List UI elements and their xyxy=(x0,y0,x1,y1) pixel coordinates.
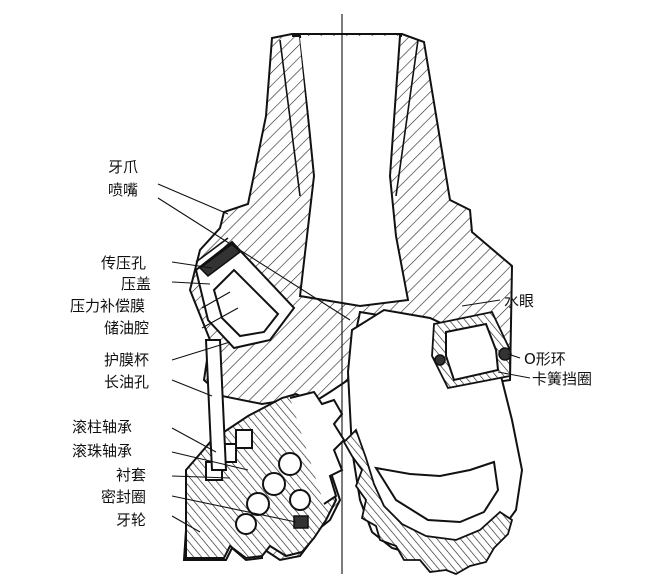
long-oil-hole xyxy=(204,339,228,471)
label-chen-tao: 衬套 xyxy=(116,466,146,484)
nozzle-bore xyxy=(445,322,500,382)
label-ka-huang-dang-quan: 卡簧挡圈 xyxy=(532,370,592,388)
right-labels: 水眼 O形环 卡簧挡圈 xyxy=(504,292,592,388)
label-chang-you-kong: 长油孔 xyxy=(104,373,149,391)
label-ya-lun: 牙轮 xyxy=(116,511,146,529)
pressure-hole xyxy=(195,237,229,263)
ball-bearings xyxy=(235,452,311,535)
leader-lines xyxy=(157,183,531,533)
thread-right xyxy=(395,39,419,197)
o-ring-icon xyxy=(498,347,512,361)
label-ya-li-bu-chang-mo: 压力补偿膜 xyxy=(70,297,145,315)
right-cone-teeth xyxy=(342,428,514,575)
o-ring-icon-2 xyxy=(434,354,446,366)
right-cone-inner xyxy=(373,460,500,524)
oil-reservoir-inner xyxy=(212,268,280,338)
label-chuan-ya-kong: 传压孔 xyxy=(101,254,146,272)
label-gun-zhu-zhou-cheng-ball: 滚珠轴承 xyxy=(72,442,132,460)
label-shui-yan: 水眼 xyxy=(504,292,534,310)
label-gun-zhu-zhou-cheng: 滚柱轴承 xyxy=(72,418,132,436)
label-hu-mo-bei: 护膜杯 xyxy=(104,351,149,369)
label-o-xing-huan: O形环 xyxy=(524,350,566,368)
seal-ring xyxy=(293,515,309,529)
thread-left xyxy=(279,39,301,197)
label-ya-gai: 压盖 xyxy=(121,275,151,293)
bore-fill xyxy=(300,38,404,304)
label-mi-feng-quan: 密封圈 xyxy=(101,488,146,506)
label-chu-you-qiang: 储油腔 xyxy=(104,319,149,337)
label-ya-zhua: 牙爪 xyxy=(108,158,138,176)
label-pen-zui: 喷嘴 xyxy=(108,181,138,199)
left-cone-teeth xyxy=(289,390,346,505)
left-labels: 牙爪 喷嘴 传压孔 压盖 压力补偿膜 储油腔 护膜杯 长油孔 滚柱轴承 滚珠轴承… xyxy=(70,158,151,529)
